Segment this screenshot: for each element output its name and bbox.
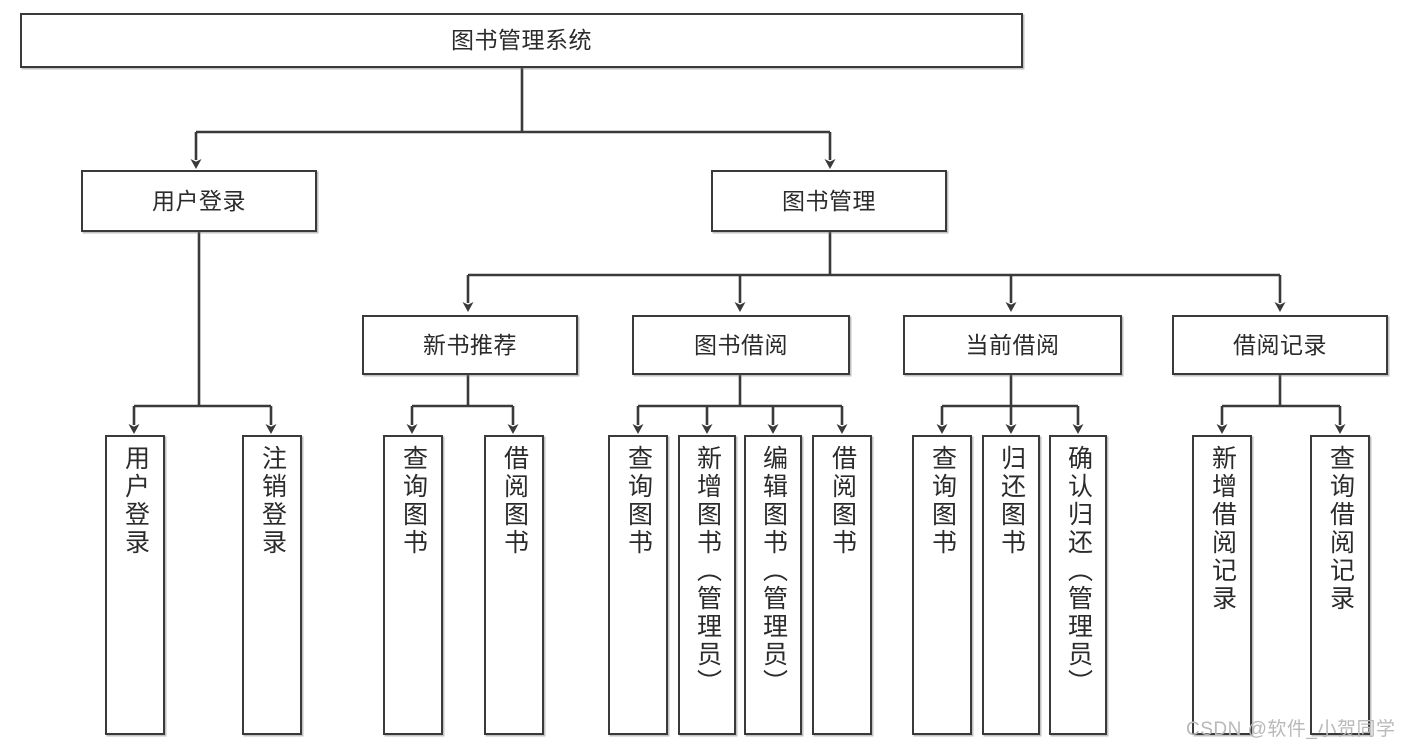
node-new-book-recommendation[interactable]: 新书推荐 (362, 315, 578, 375)
leaf-query-books-recommend[interactable]: 查询图书 (383, 435, 443, 735)
node-label: 编辑图书（管理员） (759, 445, 788, 697)
leaf-edit-book-admin[interactable]: 编辑图书（管理员） (744, 435, 802, 735)
leaf-query-borrow-record[interactable]: 查询借阅记录 (1310, 435, 1370, 735)
node-label: 确认归还（管理员） (1064, 445, 1093, 697)
node-label: 图书管理系统 (451, 27, 592, 54)
leaf-query-books-borrowing[interactable]: 查询图书 (608, 435, 668, 735)
leaf-logout[interactable]: 注销登录 (242, 435, 302, 735)
node-label: 借阅图书 (828, 445, 857, 557)
node-label: 图书借阅 (694, 331, 788, 358)
node-borrow-records[interactable]: 借阅记录 (1172, 315, 1388, 375)
node-label: 归还图书 (997, 445, 1026, 557)
leaf-query-books-current[interactable]: 查询图书 (912, 435, 972, 735)
node-label: 查询图书 (399, 445, 428, 557)
leaf-borrow-books-recommend[interactable]: 借阅图书 (484, 435, 544, 735)
leaf-confirm-return-admin[interactable]: 确认归还（管理员） (1049, 435, 1107, 735)
node-user-login[interactable]: 用户登录 (81, 170, 317, 232)
node-label: 当前借阅 (965, 331, 1060, 358)
node-label: 新增借阅记录 (1208, 445, 1237, 613)
node-label: 用户登录 (152, 187, 246, 214)
leaf-return-books[interactable]: 归还图书 (982, 435, 1040, 735)
node-label: 用户登录 (121, 445, 150, 557)
node-label: 新书推荐 (423, 331, 517, 358)
node-label: 借阅记录 (1233, 331, 1327, 358)
node-book-management[interactable]: 图书管理 (711, 170, 947, 232)
node-label: 借阅图书 (500, 445, 529, 557)
node-label: 新增图书（管理员） (693, 445, 722, 697)
watermark: CSDN @软件_小贺同学 (1186, 719, 1396, 740)
node-current-borrowing[interactable]: 当前借阅 (903, 315, 1122, 375)
leaf-add-borrow-record[interactable]: 新增借阅记录 (1192, 435, 1252, 735)
node-book-borrowing[interactable]: 图书借阅 (632, 315, 850, 375)
node-label: 图书管理 (782, 187, 876, 214)
node-label: 查询图书 (624, 445, 653, 557)
node-label: 查询图书 (928, 445, 957, 557)
node-label: 查询借阅记录 (1326, 445, 1355, 613)
node-root-system[interactable]: 图书管理系统 (20, 13, 1023, 68)
node-label: 注销登录 (258, 445, 287, 557)
leaf-user-login[interactable]: 用户登录 (105, 435, 165, 735)
leaf-borrow-books-borrowing[interactable]: 借阅图书 (812, 435, 872, 735)
leaf-add-book-admin[interactable]: 新增图书（管理员） (678, 435, 736, 735)
